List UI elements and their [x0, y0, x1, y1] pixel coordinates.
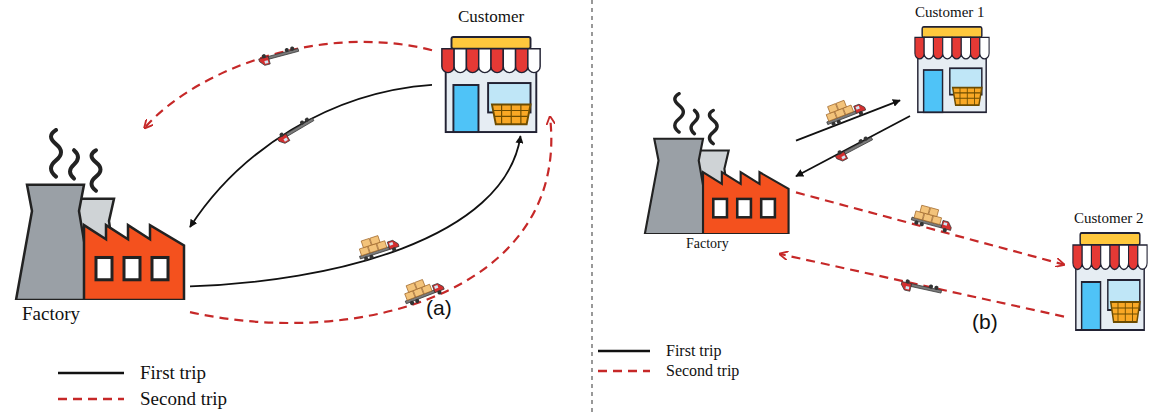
- empty-truck: [900, 278, 942, 298]
- shop-icon: [912, 26, 992, 114]
- factory-node: Factory: [634, 92, 796, 254]
- legend-line-sample: [598, 366, 650, 376]
- customer-node: Customer 2: [1064, 210, 1154, 334]
- trip-route: [145, 42, 433, 128]
- legend-item: Second trip: [58, 388, 227, 410]
- node-label: Factory: [686, 236, 729, 251]
- loaded-truck: [822, 94, 867, 128]
- factory-icon: [638, 92, 792, 234]
- trip-route: [796, 116, 910, 176]
- empty-truck: [258, 45, 300, 66]
- legend-line-sample: [58, 368, 124, 378]
- legend-item: First trip: [598, 342, 722, 360]
- node-label: Customer 1: [915, 4, 985, 21]
- legend-line-sample: [598, 346, 650, 356]
- node-label: Customer: [458, 8, 524, 27]
- empty-truck: [276, 115, 317, 145]
- legend-item: First trip: [58, 362, 206, 384]
- factory-node: Factory: [8, 128, 190, 326]
- legend-text: First trip: [140, 362, 206, 384]
- divider-line: [591, 0, 592, 412]
- legend-text: Second trip: [666, 362, 739, 380]
- legend-text: Second trip: [140, 388, 227, 410]
- factory-icon: [8, 128, 188, 300]
- customer-node: Customer 1: [900, 4, 1000, 116]
- legend-text: First trip: [666, 342, 722, 360]
- shop-icon: [438, 36, 544, 134]
- shop-icon: [1070, 232, 1150, 332]
- panel-label: (b): [972, 310, 998, 334]
- legend-item: Second trip: [598, 362, 739, 380]
- empty-truck: [834, 134, 875, 163]
- trip-route: [796, 192, 1064, 264]
- trip-route: [190, 117, 551, 323]
- loaded-truck: [355, 230, 400, 262]
- node-label: Customer 2: [1074, 210, 1144, 227]
- trip-route: [190, 136, 521, 286]
- trip-route: [796, 100, 900, 140]
- customer-node: Customer: [432, 8, 550, 136]
- panel-label: (a): [426, 296, 452, 320]
- node-label: Factory: [22, 304, 80, 325]
- loaded-truck: [910, 204, 954, 234]
- legend-line-sample: [58, 394, 124, 404]
- trip-route: [780, 254, 1064, 317]
- trip-route: [190, 85, 432, 227]
